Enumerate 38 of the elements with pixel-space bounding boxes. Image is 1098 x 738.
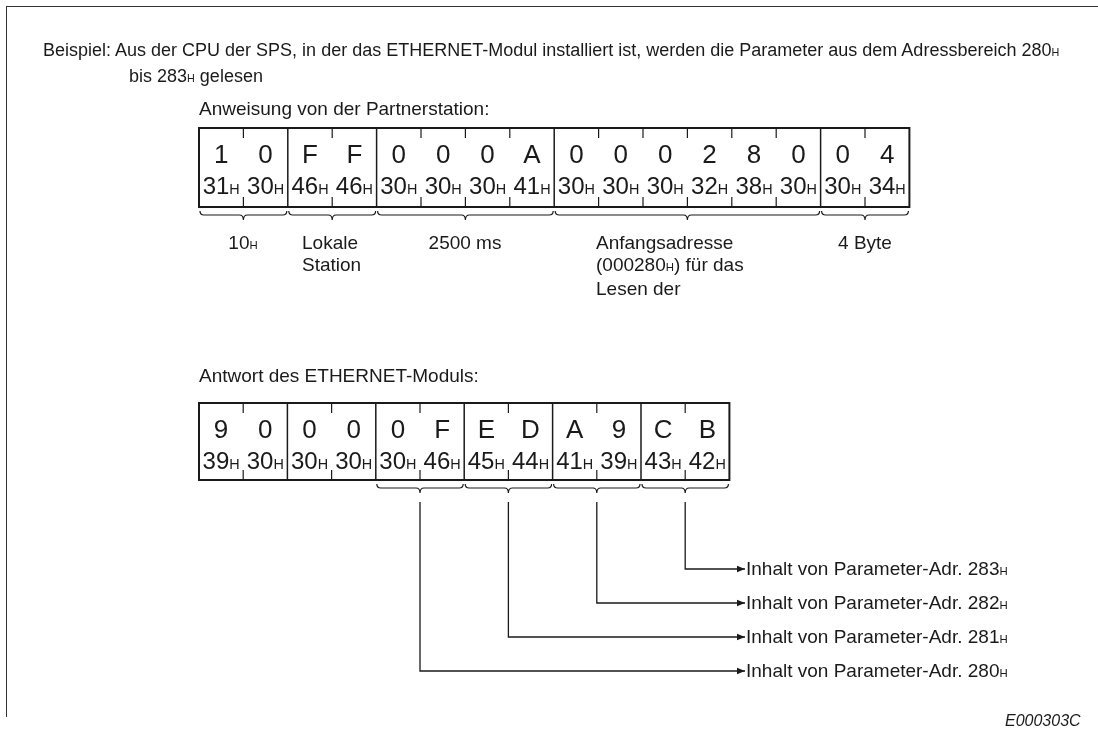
field-label: 4 Byte	[837, 232, 893, 254]
leader-arrow	[419, 501, 746, 675]
leader-arrow	[596, 501, 746, 607]
ascii-character: 0	[834, 139, 852, 169]
ascii-character: 0	[434, 139, 452, 169]
ascii-character: F	[433, 414, 452, 444]
ascii-character: 9	[212, 414, 230, 444]
field-label: Lokale Station	[302, 232, 363, 276]
ascii-character: 8	[745, 139, 763, 169]
ascii-character: C	[652, 414, 674, 444]
ascii-character: 0	[257, 414, 274, 444]
ascii-character: 0	[389, 414, 407, 444]
ascii-character: 0	[568, 139, 585, 169]
ascii-character: 4	[878, 139, 896, 169]
ascii-character: 0	[612, 139, 630, 169]
ascii-character: 9	[610, 414, 628, 444]
ascii-character: E	[476, 414, 496, 444]
field-label: 2500 ms	[427, 232, 503, 254]
ascii-character: 0	[479, 139, 496, 169]
leader-arrow	[507, 501, 746, 641]
frame-heading: Antwort des ETHERNET-Moduls:	[199, 365, 479, 387]
ascii-character: A	[522, 139, 542, 169]
ascii-character: 0	[257, 139, 274, 169]
ascii-character: A	[565, 414, 585, 444]
leader-arrow	[684, 501, 746, 573]
ascii-character: 2	[701, 139, 718, 169]
ascii-character: 0	[345, 414, 362, 444]
figure-code: E000303C	[1005, 712, 1081, 730]
ascii-character: 0	[390, 139, 408, 169]
ascii-character: 0	[790, 139, 807, 169]
ascii-character: 0	[656, 139, 674, 169]
ascii-character: B	[697, 414, 717, 444]
ascii-character: D	[520, 414, 541, 444]
frame-heading: Anweisung von der Partnerstation:	[199, 98, 490, 120]
ascii-character: 0	[301, 414, 318, 444]
ascii-character: F	[345, 139, 364, 169]
ascii-character: F	[301, 139, 319, 169]
ascii-character: 1	[212, 139, 230, 169]
